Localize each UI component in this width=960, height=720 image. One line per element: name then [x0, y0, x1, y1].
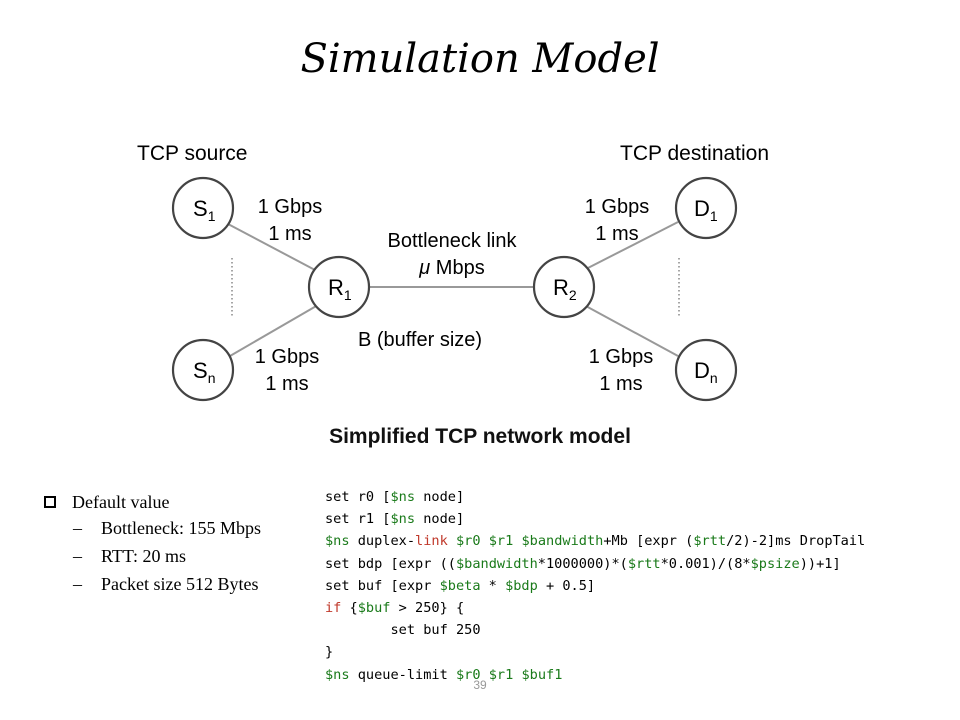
slide-title: Simulation Model [300, 36, 660, 82]
default-value-bullet: Default value [44, 490, 261, 514]
node-r2: R2 [532, 255, 596, 319]
bottleneck-value: Bottleneck: 155 Mbps [101, 517, 261, 538]
code-line: set r0 [$ns node] [325, 489, 465, 505]
svg-text:S1: S1 [193, 196, 216, 224]
sn-link-delay: 1 ms [265, 373, 308, 395]
node-d1: D1 [674, 176, 738, 240]
svg-text:Sn: Sn [193, 358, 215, 386]
buffer-size-label: B (buffer size) [358, 329, 482, 351]
dash-bullet-icon: – [73, 545, 82, 566]
svg-text:D1: D1 [694, 196, 718, 224]
ns2-code-block: set r0 [$ns node] set r1 [$ns node] $ns du… [325, 486, 865, 686]
code-line: set bdp [expr (($bandwidth*1000000)*($rt… [325, 555, 841, 572]
d1-link-bandwidth: 1 Gbps [585, 196, 649, 218]
node-s1: S1 [171, 176, 235, 240]
svg-text:Dn: Dn [694, 358, 718, 386]
link-r2-dn [583, 304, 679, 357]
dash-bullet-icon: – [73, 517, 82, 538]
tcp-source-label: TCP source [137, 142, 248, 165]
network-diagram: TCP source TCP destination S1 Sn R1 R2 D… [137, 142, 769, 402]
node-dn: Dn [674, 338, 738, 402]
code-line: if {$buf > 250} { [325, 600, 465, 617]
page-number: 39 [473, 678, 487, 692]
list-item: – Packet size 512 Bytes [73, 570, 261, 598]
bottleneck-link-label: Bottleneck link [388, 230, 518, 252]
sn-link-bandwidth: 1 Gbps [255, 346, 319, 368]
dn-link-delay: 1 ms [599, 373, 642, 395]
dash-bullet-icon: – [73, 573, 82, 594]
d1-link-delay: 1 ms [595, 223, 638, 245]
link-sn-r1 [229, 304, 319, 357]
svg-text:R1: R1 [328, 275, 352, 303]
link-s1-r1 [227, 223, 316, 271]
tcp-destination-label: TCP destination [620, 142, 769, 165]
node-r1: R1 [307, 255, 371, 319]
s1-link-delay: 1 ms [268, 223, 311, 245]
code-line: $ns duplex-link $r0 $r1 $bandwidth+Mb [e… [325, 533, 866, 550]
code-line: $ns queue-limit $r0 $r1 $buf1 [325, 666, 563, 683]
list-item: – Bottleneck: 155 Mbps [73, 514, 261, 542]
node-sn: Sn [171, 338, 235, 402]
code-line: } [325, 644, 334, 661]
packet-size-value: Packet size 512 Bytes [101, 573, 259, 594]
code-line: set buf [expr $beta * $bdp + 0.5] [325, 577, 596, 594]
diagram-caption: Simplified TCP network model [329, 425, 631, 448]
rtt-value: RTT: 20 ms [101, 545, 187, 566]
code-line: set r1 [$ns node] [325, 511, 465, 528]
default-value-heading: Default value [72, 491, 170, 512]
default-values-list: Default value – Bottleneck: 155 Mbps – R… [44, 490, 261, 598]
s1-link-bandwidth: 1 Gbps [258, 196, 322, 218]
square-bullet-icon [44, 496, 56, 508]
link-r2-d1 [583, 221, 679, 271]
svg-text:R2: R2 [553, 275, 577, 303]
code-line: set buf 250 [325, 622, 481, 639]
list-item: – RTT: 20 ms [73, 542, 261, 570]
bottleneck-bandwidth: μ Mbps [418, 257, 484, 279]
dn-link-bandwidth: 1 Gbps [589, 346, 653, 368]
